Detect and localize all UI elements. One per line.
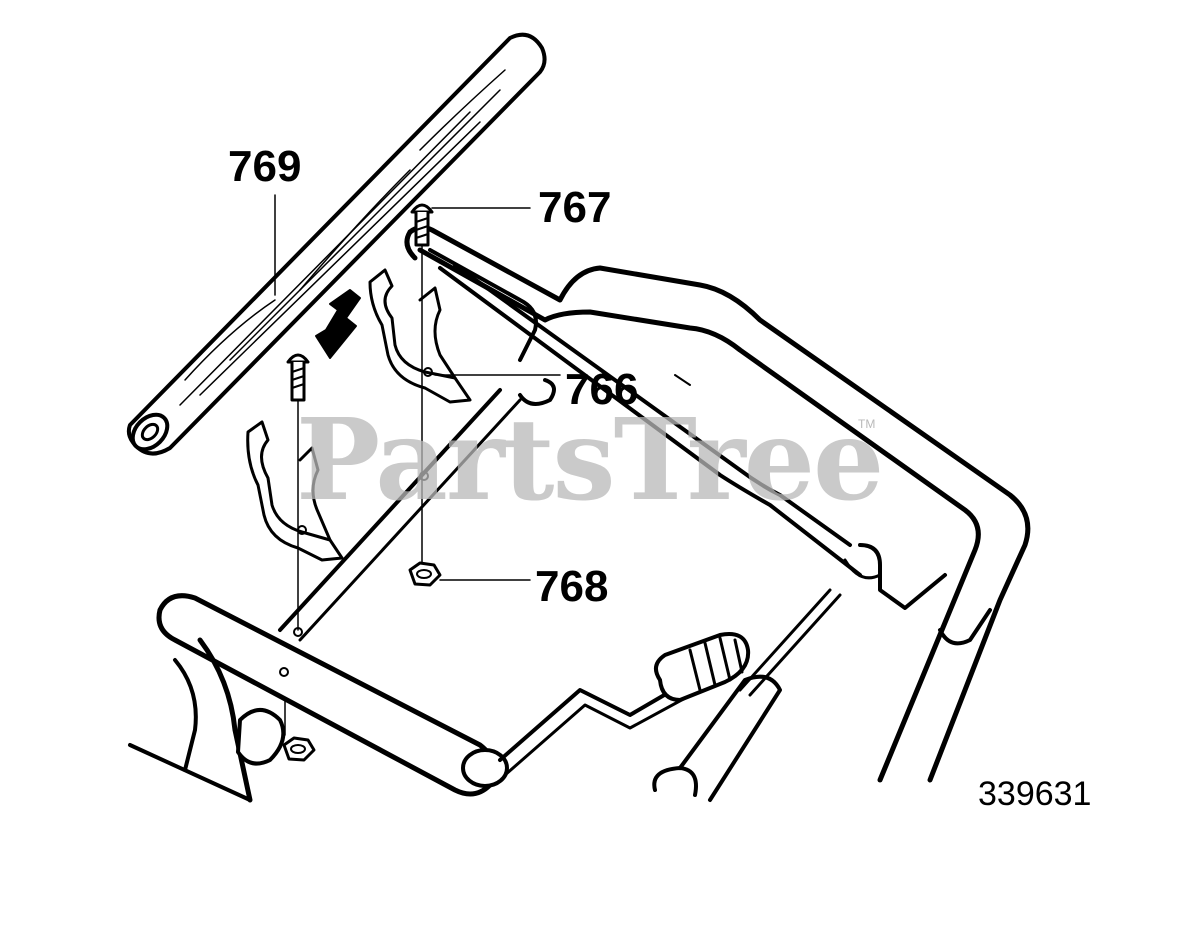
handle-clip-upper <box>368 268 472 404</box>
handle-frame <box>278 224 1031 783</box>
callout-768: 768 <box>535 562 609 611</box>
hex-nut-upper <box>408 561 442 587</box>
bolt-hole-lower <box>293 627 303 637</box>
callout-769: 769 <box>228 142 302 191</box>
document-number: 339631 <box>978 775 1092 813</box>
bolt-hole-crossbar <box>279 667 289 677</box>
bolt-hole-upper <box>419 471 429 481</box>
leader-lines <box>274 194 561 581</box>
lower-crossbar <box>128 593 509 803</box>
watermark-trademark: TM <box>858 417 876 431</box>
direction-arrow <box>315 289 361 359</box>
callout-766: 766 <box>565 365 639 414</box>
hex-nut-lower <box>282 736 316 762</box>
carriage-bolt-upper <box>410 203 434 571</box>
partstree-watermark: PartsTree <box>296 395 884 526</box>
carriage-bolt-lower <box>286 353 310 631</box>
control-cable <box>498 588 842 802</box>
callout-767: 767 <box>538 183 612 232</box>
handle-grip-tube <box>126 32 547 456</box>
